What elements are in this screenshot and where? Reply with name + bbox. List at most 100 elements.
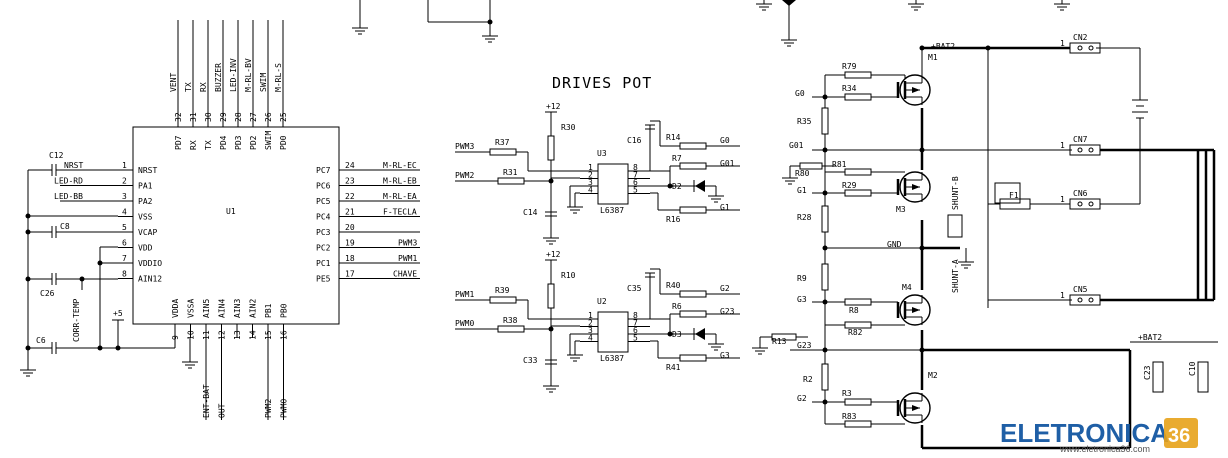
- rin-label: R30: [561, 123, 576, 132]
- mosfet-m1-label: M1: [928, 53, 938, 62]
- u1-pin-22-name: PC5: [316, 197, 331, 206]
- u1-pin-9-name: VDDA: [171, 299, 180, 318]
- u1-pin-23-num: 23: [345, 177, 355, 186]
- r34-label: R34: [842, 84, 857, 93]
- u1-pin-5-name: VCAP: [138, 228, 157, 237]
- u1-pin-15-num: 15: [264, 330, 273, 340]
- u1-net-led-inv: LED-INV: [229, 58, 238, 92]
- r9-label: R9: [797, 274, 807, 283]
- u1-net-buzzer: BUZZER: [214, 63, 223, 92]
- r-b-label: R31: [503, 168, 518, 177]
- u1-net-pwm3: PWM3: [398, 239, 417, 248]
- section-title: DRIVES POT: [552, 74, 652, 92]
- mosfet-m3-label: M3: [896, 205, 906, 214]
- u1-pin-1-name: NRST: [138, 166, 157, 175]
- u1-pin-4-num: 4: [122, 208, 127, 217]
- r28-label: R28: [797, 213, 812, 222]
- connector-ref: CN6: [1073, 189, 1088, 198]
- out-hi: G2: [720, 284, 730, 293]
- supply-label: +12: [546, 250, 561, 259]
- u1-net-f-tecla: F-TECLA: [383, 208, 417, 217]
- u1-left-pins: 1NRSTNRST2PA1LED-RD3PA2LED-BB4VSS5VCAP6V…: [54, 161, 162, 284]
- plus5-label: +5: [113, 309, 123, 318]
- u1-pin-9-num: 9: [171, 335, 180, 340]
- u1-pin-31-name: RX: [189, 140, 198, 150]
- u1-pin-11-name: AIN5: [202, 299, 211, 318]
- r13-label: R13: [772, 337, 787, 346]
- g1-net: G1: [797, 186, 807, 195]
- cap-bottom-label: C14: [523, 208, 538, 217]
- r79-label: R79: [842, 62, 857, 71]
- u1-pin-30-name: TX: [204, 140, 213, 150]
- u1-pin-6-num: 6: [122, 239, 127, 248]
- u1-net-pwm0: PWM0: [280, 399, 289, 418]
- u1-pin-17-name: PE5: [316, 275, 331, 284]
- u1-net-m-rl-ec: M-RL-EC: [383, 161, 417, 170]
- u1-pin-19-num: 19: [345, 239, 355, 248]
- u1-pin-30-num: 30: [204, 112, 213, 122]
- g23-net: G23: [797, 341, 812, 350]
- pin-left-1: 1: [588, 163, 593, 172]
- u1-bottom-pins: VDDA9VSSA10AIN511ENT-BATAIN412OUTAIN313A…: [171, 299, 289, 420]
- pin-right-8: 8: [633, 311, 638, 320]
- u1-net-ent-bat: ENT-BAT: [202, 384, 211, 418]
- mosfet-m3: M3: [896, 171, 931, 214]
- u1-pin-8-name: AIN12: [138, 275, 162, 284]
- pin-right-5: 5: [633, 186, 638, 195]
- u1-pin-10-num: 10: [187, 330, 196, 340]
- connector-ref: CN7: [1073, 135, 1088, 144]
- r2-label: R2: [803, 375, 813, 384]
- watermark-brand: ELETRONICA: [1000, 418, 1169, 448]
- r-hi-label: R40: [666, 281, 681, 290]
- u1-pin-17-num: 17: [345, 270, 355, 279]
- g3-net: G3: [797, 295, 807, 304]
- u1-pin-27-name: PD2: [249, 135, 258, 150]
- connector-ref: CN5: [1073, 285, 1088, 294]
- u1-ref: U1: [226, 207, 236, 216]
- out-mid: G01: [720, 159, 735, 168]
- connector-ref: CN2: [1073, 33, 1088, 42]
- g2-net: G2: [797, 394, 807, 403]
- u1-pin-26-name: SWIM: [264, 131, 273, 150]
- u1-pin-32-num: 32: [174, 112, 183, 122]
- r82-label: R82: [848, 328, 863, 337]
- cap-top-label: C35: [627, 284, 642, 293]
- u1-pin-4-name: VSS: [138, 213, 153, 222]
- driver-ref: U2: [597, 297, 607, 306]
- u1-net-m-rl-bv: M-RL-BV: [244, 58, 253, 92]
- mosfet-m2-label: M2: [928, 371, 938, 380]
- pin-left-4: 4: [588, 334, 593, 343]
- u1-pin-14-name: AIN2: [249, 299, 258, 318]
- pin-left-3: 3: [588, 178, 593, 187]
- pin-left-4: 4: [588, 186, 593, 195]
- pin-left-3: 3: [588, 326, 593, 335]
- g01-net: G01: [789, 141, 804, 150]
- pin-right-8: 8: [633, 163, 638, 172]
- u1-pin-24-name: PC7: [316, 166, 331, 175]
- u1-pin-22-num: 22: [345, 192, 355, 201]
- connector-pin: 1: [1060, 195, 1065, 204]
- watermark-suffix: 36: [1168, 425, 1190, 447]
- u1-top-pins: 32PD7VENT31RXTX30TXRX29PD4BUZZER28PD3LED…: [169, 20, 288, 150]
- u1-pin-7-num: 7: [122, 254, 127, 263]
- u1-pin-32-name: PD7: [174, 135, 183, 150]
- bat-net: +BAT2: [931, 42, 955, 51]
- u1-pin-2-num: 2: [122, 177, 127, 186]
- u1-pin-23-name: PC6: [316, 182, 331, 191]
- c23-label: C23: [1143, 365, 1152, 380]
- u1-pin-29-num: 29: [219, 112, 228, 122]
- r8-label: R8: [849, 306, 859, 315]
- h-bridge: R79 R34 G0 R35 G01 R81 R80 R29 G1 R28 GN…: [752, 33, 1218, 450]
- r-lo-label: R16: [666, 215, 681, 224]
- driver-ref: U3: [597, 149, 607, 158]
- u1-pin-14-num: 14: [249, 330, 258, 340]
- r35-label: R35: [797, 117, 812, 126]
- gnd-net: GND: [887, 240, 902, 249]
- c12-label: C12: [49, 151, 64, 160]
- u1-pin-31-num: 31: [189, 112, 198, 122]
- c6-label: C6: [36, 336, 46, 345]
- u1-pin-13-num: 13: [233, 330, 242, 340]
- corr-temp-label: CORR-TEMP: [72, 298, 81, 342]
